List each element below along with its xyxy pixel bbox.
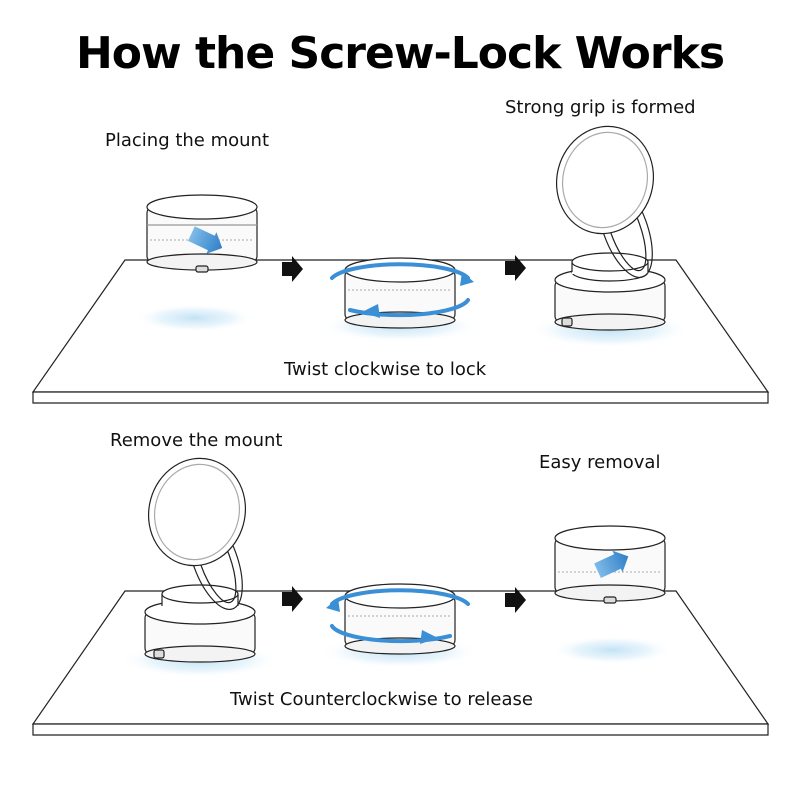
- arrow-right-icon: [505, 255, 526, 281]
- folding-ring-mount-icon: [144, 457, 256, 663]
- surface-glow: [135, 304, 255, 332]
- page-title: How the Screw-Lock Works: [75, 28, 725, 79]
- bottom-step3-label: Easy removal: [539, 452, 661, 473]
- arrow-right-icon: [282, 256, 303, 282]
- surface-glow: [552, 636, 672, 664]
- top-caption: Twist clockwise to lock: [284, 359, 487, 380]
- bottom-step1-label: Remove the mount: [110, 430, 283, 451]
- rotate-counterclockwise-icon: [326, 588, 470, 644]
- mount-puck-icon: [146, 194, 258, 273]
- folding-ring-mount-icon: [554, 125, 666, 331]
- arrow-right-icon: [282, 586, 303, 612]
- top-step3-label: Strong grip is formed: [505, 97, 696, 118]
- rotate-clockwise-icon: [330, 262, 474, 318]
- bottom-caption: Twist Counterclockwise to release: [230, 689, 533, 710]
- bottom-surface-panel: [31, 590, 770, 736]
- mount-puck-icon: [554, 525, 666, 604]
- top-step1-label: Placing the mount: [105, 130, 270, 151]
- top-surface-panel: [31, 259, 770, 404]
- arrow-right-icon: [505, 587, 526, 613]
